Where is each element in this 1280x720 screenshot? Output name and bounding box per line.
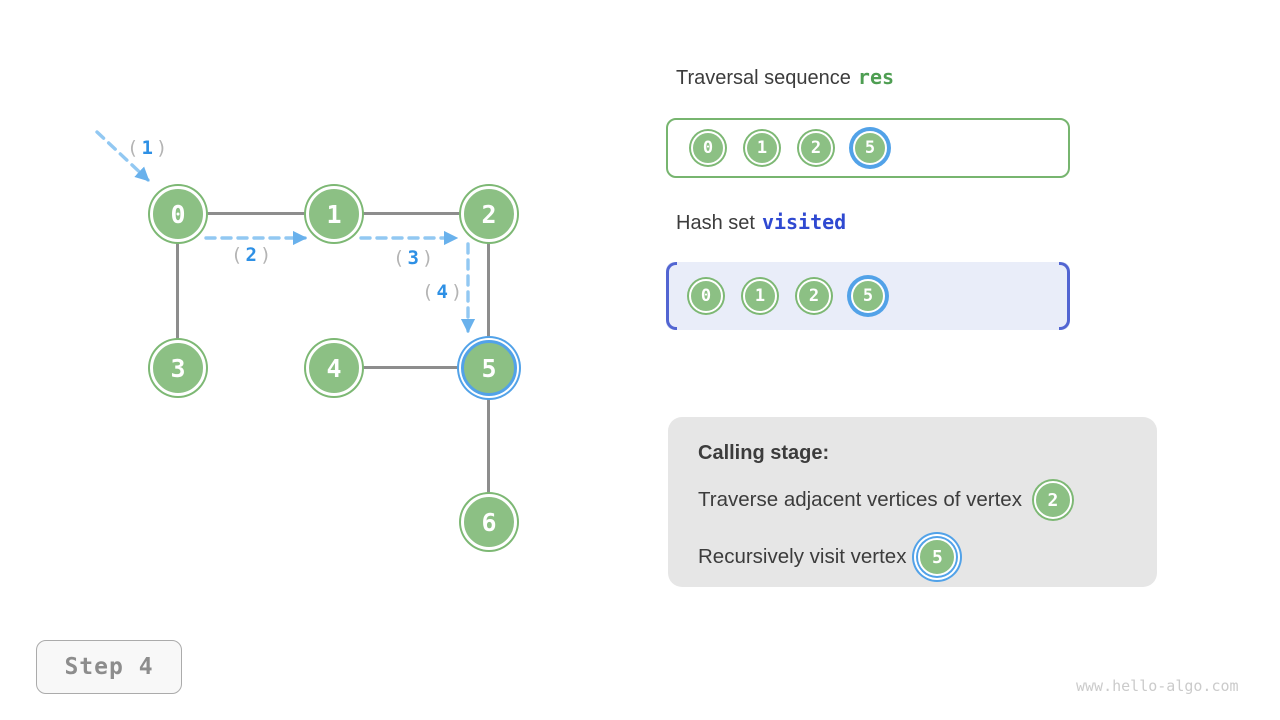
arrow-label-4: (4) (422, 281, 465, 303)
arrow-label-1: (1) (127, 137, 170, 159)
graph-node-5: 5 (461, 340, 517, 396)
paren-close: ) (155, 137, 171, 159)
edge-4-5 (334, 366, 489, 369)
edge-0-1 (178, 212, 334, 215)
step-badge: Step 4 (36, 640, 182, 694)
visited-node-0: 0 (689, 279, 723, 313)
res-node-1: 1 (745, 131, 779, 165)
paren-close: ) (421, 247, 437, 269)
visited-node-2: 2 (797, 279, 831, 313)
calling-line-2-node: 5 (918, 538, 957, 576)
paren-open: ( (231, 244, 246, 266)
res-node-0: 0 (691, 131, 725, 165)
arrow-number: 1 (141, 137, 156, 159)
graph-node-4: 4 (306, 340, 362, 396)
traversal-title-text: Traversal sequence (676, 67, 851, 89)
edge-2-5 (487, 214, 490, 368)
graph-node-3: 3 (150, 340, 206, 396)
arrow-label-2: (2) (231, 244, 274, 266)
hash-set-title: Hash set visited (676, 210, 846, 235)
paren-close: ) (259, 244, 275, 266)
arrow-number: 3 (407, 247, 422, 269)
res-node-5: 5 (853, 131, 887, 165)
calling-stage-panel: Calling stage: Traverse adjacent vertice… (668, 417, 1157, 587)
graph-node-0: 0 (150, 186, 206, 242)
graph-node-6: 6 (461, 494, 517, 550)
calling-stage-line-2: Recursively visit vertex 5 (698, 535, 1157, 579)
arrow-number: 2 (245, 244, 260, 266)
visited-set-box: 0 1 2 5 (666, 262, 1070, 330)
paren-open: ( (393, 247, 408, 269)
edge-1-2 (334, 212, 489, 215)
calling-line-1-node: 2 (1033, 481, 1072, 519)
calling-line-1-text: Traverse adjacent vertices of vertex (698, 488, 1022, 511)
visited-node-5: 5 (851, 279, 885, 313)
traversal-sequence-box: 0 1 2 5 (666, 118, 1070, 178)
calling-line-2-text: Recursively visit vertex (698, 545, 907, 568)
edge-5-6 (487, 368, 490, 521)
watermark: www.hello-algo.com (1076, 677, 1239, 695)
calling-stage-line-1: Traverse adjacent vertices of vertex 2 (698, 478, 1157, 522)
arrow-label-3: (3) (393, 247, 436, 269)
res-code-label: res (857, 65, 895, 89)
graph-node-2: 2 (461, 186, 517, 242)
hash-set-title-text: Hash set (676, 212, 755, 234)
calling-stage-title: Calling stage: (698, 442, 830, 464)
paren-close: ) (450, 281, 466, 303)
traversal-sequence-title: Traversal sequence res (676, 65, 894, 90)
arrow-number: 4 (436, 281, 451, 303)
visited-node-1: 1 (743, 279, 777, 313)
edge-0-3 (176, 214, 179, 368)
paren-open: ( (422, 281, 437, 303)
paren-open: ( (127, 137, 142, 159)
res-node-2: 2 (799, 131, 833, 165)
visited-code-label: visited (761, 210, 847, 234)
graph-node-1: 1 (306, 186, 362, 242)
